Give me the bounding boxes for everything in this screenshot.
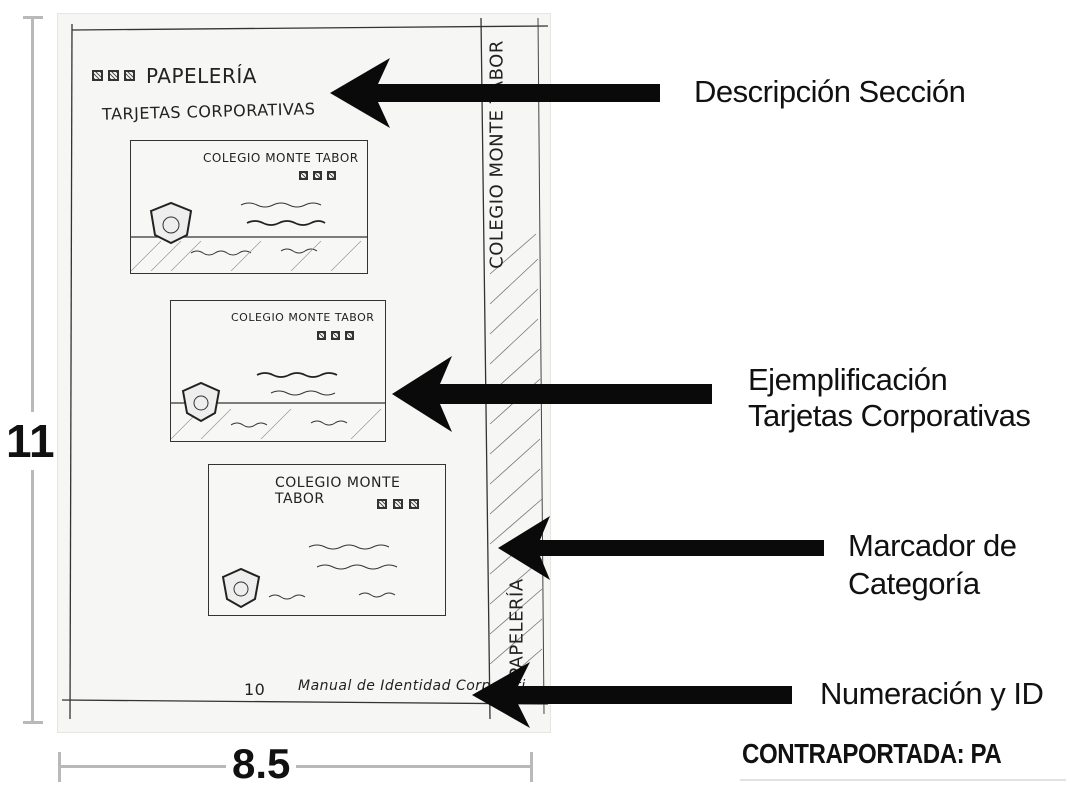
callout-example-line2: Tarjetas Corporativas <box>748 398 1031 433</box>
business-card-1: COLEGIO MONTE TABOR <box>130 140 368 274</box>
card-details <box>171 372 385 440</box>
footer-manual-title: Manual de Identidad Corporati <box>298 678 526 694</box>
height-label: 11 <box>2 412 59 470</box>
footer-page-number: 10 <box>244 680 266 699</box>
card-details <box>131 201 367 272</box>
card-school-name: COLEGIO MONTE TABOR <box>231 311 375 324</box>
business-card-2: COLEGIO MONTE TABOR <box>170 300 386 442</box>
arrow-section-description <box>330 58 660 128</box>
card-details <box>221 544 398 609</box>
bottom-heading: CONTRAPORTADA: PA <box>742 738 1002 769</box>
callout-example-line1: Ejemplificación <box>748 362 948 397</box>
callout-marker-line2: Categoría <box>848 566 980 601</box>
bottom-heading-rule <box>740 779 1066 781</box>
arrow-category-marker <box>498 516 824 580</box>
section-title: PAPELERÍA <box>146 64 257 88</box>
business-card-3: COLEGIO MONTE TABOR <box>208 464 446 616</box>
callout-section-description: Descripción Sección <box>694 74 966 109</box>
sketch-page-frame <box>61 17 549 720</box>
card-school-name: COLEGIO MONTE TABOR <box>203 151 359 165</box>
card-school-name: COLEGIO MONTE TABOR <box>275 475 401 507</box>
width-label: 8.5 <box>226 740 297 788</box>
callout-numbering: Numeración y ID <box>820 676 1044 711</box>
arrow-example-cards <box>392 356 712 432</box>
callout-marker-line1: Marcador de <box>848 528 1017 563</box>
sketch-page: PAPELERÍA TARJETAS CORPORATIVAS COLEGIO … <box>58 14 550 732</box>
arrow-numbering <box>472 662 792 728</box>
